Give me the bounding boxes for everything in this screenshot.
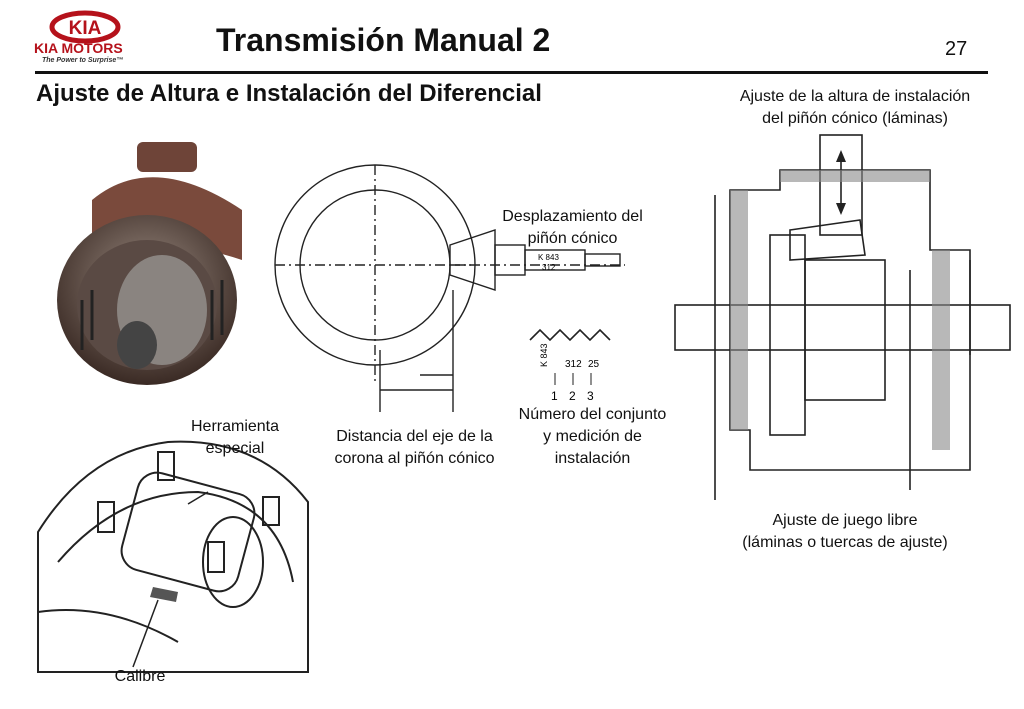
label-assembly-number: Número del conjunto y medición de instal… [500,404,685,470]
tooth-number-1: 1 [551,389,558,403]
label-pinion-displacement-line2: piñón cónico [527,230,618,247]
pinion-code-2: 312 [542,263,556,272]
label-assembly-number-line3: instalación [554,450,631,467]
label-shim-adjust-line1: Ajuste de la altura de instalación [739,88,971,105]
tooth-code-detail: K 843 312 25 1 2 3 [529,328,611,403]
cross-section-diagram [674,134,1011,500]
differential-photo [57,142,242,385]
kia-logo: KIA [49,10,121,44]
label-free-play-line2: (láminas o tuercas de ajuste) [742,534,948,551]
ring-pinion-diagram: K 843 312 [274,164,625,412]
label-special-tool-line1: Herramienta [190,418,280,435]
label-pinion-displacement: Desplazamiento del piñón cónico [480,206,665,250]
brand-tagline: The Power to Surprise™ [42,57,124,64]
label-assembly-number-line1: Número del conjunto [518,406,667,423]
special-tool-drawing [37,440,309,673]
page-number: 27 [945,38,968,60]
tooth-code-1: K 843 [539,343,549,367]
label-gauge: Calibre [114,668,166,685]
label-crown-distance: Distancia del eje de la corona al piñón … [312,426,517,470]
label-assembly-number-line2: y medición de [543,428,642,445]
header-rule [35,71,988,74]
brand-name: KIA MOTORS [34,40,123,56]
page-title: Transmisión Manual 2 [216,22,551,58]
label-special-tool: Herramienta especial [170,416,300,460]
tooth-number-3: 3 [587,389,594,403]
label-shim-adjust-line2: del piñón cónico (láminas) [762,110,948,127]
tooth-number-2: 2 [569,389,576,403]
label-special-tool-line2: especial [205,440,265,457]
label-crown-distance-line2: corona al piñón cónico [334,450,495,467]
tooth-code-3: 25 [588,359,600,370]
pinion-code-1: K 843 [538,253,559,262]
section-title: Ajuste de Altura e Instalación del Difer… [36,80,542,107]
tooth-code-2: 312 [565,359,582,370]
label-free-play: Ajuste de juego libre (láminas o tuercas… [700,510,990,554]
logo-mark: KIA [69,18,102,39]
label-shim-adjust: Ajuste de la altura de instalación del p… [710,86,1000,130]
label-free-play-line1: Ajuste de juego libre [772,512,918,529]
label-pinion-displacement-line1: Desplazamiento del [502,208,643,225]
label-crown-distance-line1: Distancia del eje de la [336,428,493,445]
